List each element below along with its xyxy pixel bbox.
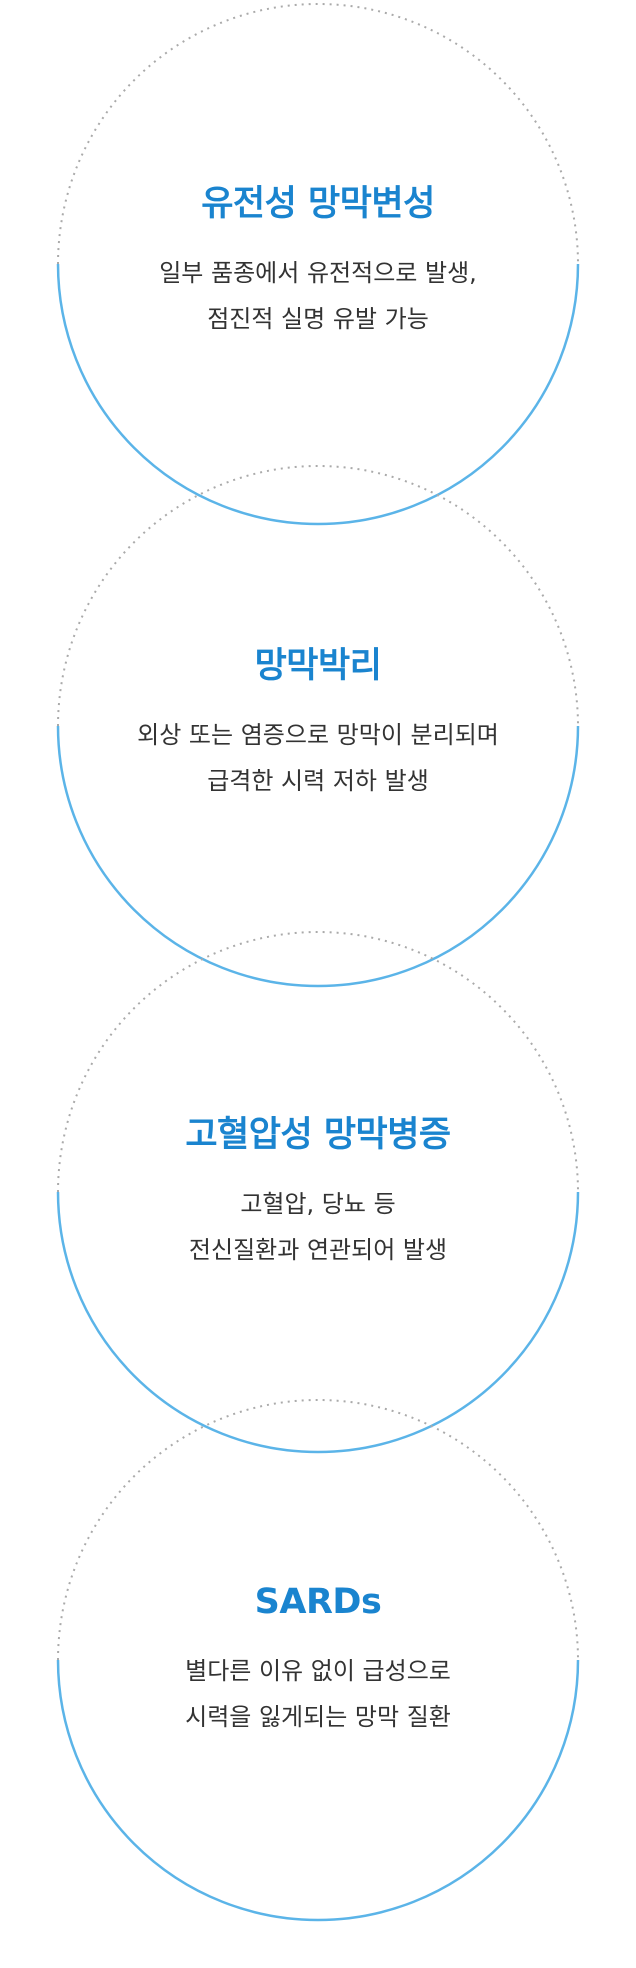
card-description-line: 급격한 시력 저하 발생: [207, 767, 429, 795]
card-title: 유전성 망막변성: [201, 184, 435, 224]
card-hereditary-retinal-degeneration: 유전성 망막변성 일부 품종에서 유전적으로 발생, 점진적 실명 유발 가능: [54, 182, 582, 342]
card-description-line: 시력을 잃게되는 망막 질환: [185, 1703, 451, 1731]
circle-2: [54, 462, 582, 990]
circle-3-outline: [56, 931, 580, 1454]
card-description-line: 외상 또는 염증으로 망막이 분리되며: [137, 721, 499, 749]
card-description-line: 고혈압, 당뇨 등: [240, 1190, 396, 1218]
card-description-line: 점진적 실명 유발 가능: [207, 305, 429, 333]
card-title: SARDs: [254, 1582, 382, 1622]
card-sards: SARDs 별다른 이유 없이 급성으로 시력을 잃게되는 망막 질환: [54, 1580, 582, 1740]
card-description-line: 일부 품종에서 유전적으로 발생,: [159, 259, 477, 287]
circle-4-outline: [56, 1399, 580, 1922]
card-description: 별다른 이유 없이 급성으로 시력을 잃게되는 망막 질환: [54, 1648, 582, 1740]
card-retinal-detachment: 망막박리 외상 또는 염증으로 망막이 분리되며 급격한 시력 저하 발생: [54, 644, 582, 804]
circle-1: [54, 0, 582, 528]
circle-1-outline: [56, 3, 580, 526]
card-title: 망막박리: [254, 646, 382, 686]
card-description-line: 전신질환과 연관되어 발생: [188, 1236, 448, 1264]
card-title: 고혈압성 망막병증: [185, 1115, 451, 1155]
card-description-line: 별다른 이유 없이 급성으로: [185, 1657, 451, 1685]
circle-2-outline: [56, 465, 580, 988]
card-description: 일부 품종에서 유전적으로 발생, 점진적 실명 유발 가능: [54, 250, 582, 342]
circle-3: [54, 928, 582, 1456]
circle-4: [54, 1396, 582, 1924]
card-hypertensive-retinopathy: 고혈압성 망막병증 고혈압, 당뇨 등 전신질환과 연관되어 발생: [54, 1113, 582, 1273]
card-description: 외상 또는 염증으로 망막이 분리되며 급격한 시력 저하 발생: [54, 712, 582, 804]
card-description: 고혈압, 당뇨 등 전신질환과 연관되어 발생: [54, 1181, 582, 1273]
